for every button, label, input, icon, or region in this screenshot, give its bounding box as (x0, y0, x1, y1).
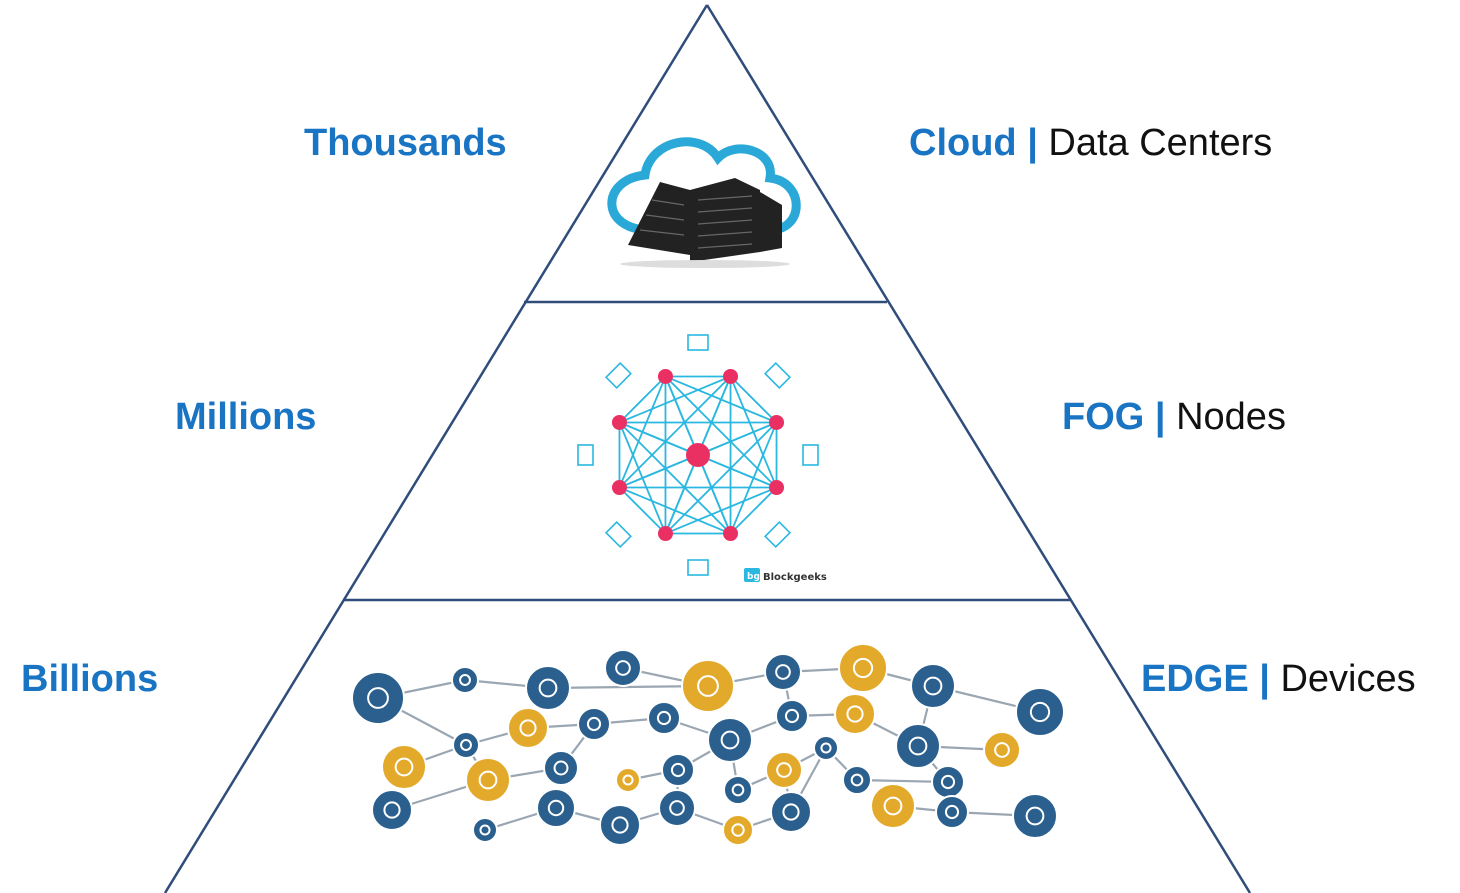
device-icon (451, 666, 479, 694)
device-icon (770, 791, 812, 833)
device-icon (931, 765, 965, 799)
device-icon (834, 693, 876, 735)
laptop-icon (764, 361, 792, 389)
separator: | (1154, 396, 1166, 438)
device-icon (838, 643, 888, 693)
device-icon (536, 788, 576, 828)
tier-name: Cloud (909, 122, 1017, 164)
device-icon (507, 707, 549, 749)
tier-count-thousands: Thousands (304, 122, 507, 164)
tier-desc: Nodes (1176, 396, 1286, 438)
fog-network-icon (577, 334, 819, 576)
device-icon (351, 671, 405, 725)
device-icon (371, 789, 413, 831)
device-icon (381, 744, 427, 790)
device-icon (604, 649, 642, 687)
tier-desc: Data Centers (1048, 122, 1273, 164)
device-icon (599, 804, 641, 846)
separator: | (1027, 122, 1038, 164)
device-icon (910, 663, 956, 709)
fog-center-node (686, 443, 710, 467)
tier-count-billions: Billions (21, 658, 159, 700)
device-icon (577, 707, 611, 741)
fog-node (769, 414, 785, 430)
pyramid-outline (163, 4, 1252, 893)
device-icon (707, 717, 753, 763)
laptop-icon (604, 361, 632, 389)
device-icon (681, 659, 735, 713)
device-icon (452, 731, 480, 759)
device-icon (870, 783, 916, 829)
device-icon (983, 731, 1021, 769)
tier-desc: Devices (1280, 658, 1416, 700)
device-icon (895, 723, 941, 769)
device-icon (615, 767, 641, 793)
fog-node (723, 368, 739, 384)
device-icon (1015, 687, 1065, 737)
tier-name: FOG (1062, 396, 1145, 438)
device-icon (465, 757, 511, 803)
fog-node (769, 480, 785, 496)
laptop-icon (802, 444, 819, 466)
laptop-icon (687, 559, 709, 576)
device-icon (658, 789, 696, 827)
laptop-icon (764, 521, 792, 549)
device-icon (775, 699, 809, 733)
fog-node (723, 526, 739, 542)
laptop-icon (604, 521, 632, 549)
laptop-icon (577, 444, 594, 466)
tier-name: EDGE (1141, 658, 1249, 700)
device-icon (723, 775, 753, 805)
device-icon (472, 817, 498, 843)
device-icon (525, 665, 571, 711)
fog-node (657, 368, 673, 384)
device-icon (1012, 793, 1058, 839)
tier-label-fog: FOG | Nodes (1062, 395, 1286, 439)
device-icon (543, 750, 579, 786)
cloud-datacenter-icon (607, 137, 801, 268)
svg-text:bg: bg (747, 572, 760, 582)
tier-count-millions: Millions (175, 396, 317, 438)
device-icon (647, 701, 681, 735)
watermark-text: Blockgeeks (763, 572, 827, 583)
fog-node (657, 526, 673, 542)
edge-devices-icon (351, 643, 1065, 846)
fog-node (611, 414, 627, 430)
separator: | (1259, 658, 1270, 700)
device-icon (722, 814, 754, 846)
device-icon (813, 735, 839, 761)
device-icon (935, 795, 969, 829)
watermark-logo: bg Blockgeeks (744, 568, 827, 583)
device-icon (661, 753, 695, 787)
tier-label-edge: EDGE | Devices (1141, 657, 1416, 701)
tier-label-cloud: Cloud | Data Centers (909, 121, 1272, 165)
device-icon (764, 653, 802, 691)
device-icon (842, 765, 872, 795)
device-icon (765, 751, 803, 789)
laptop-icon (687, 334, 709, 351)
fog-node (611, 480, 627, 496)
